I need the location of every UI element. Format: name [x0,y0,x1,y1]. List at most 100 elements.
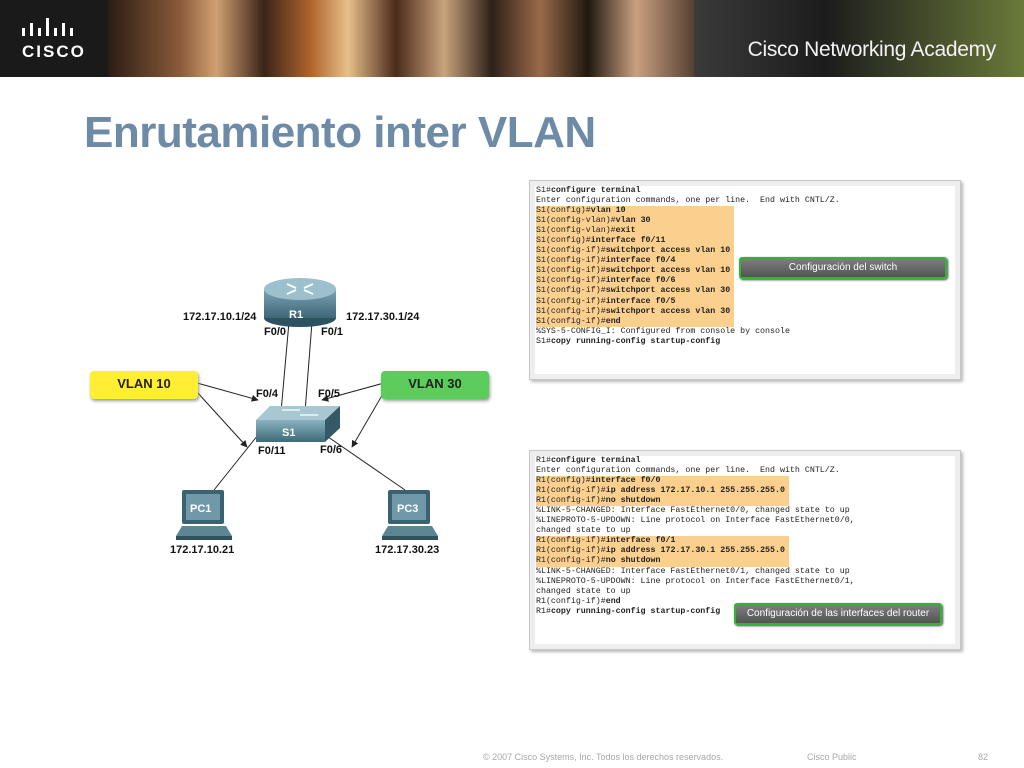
terminal-prompt: R1(config-if)# [536,486,606,496]
vlan30-label: VLAN 30 [408,376,462,391]
terminal-prompt: S1(config-if)# [536,286,606,296]
terminal-prompt: %LINEPROTO-5-UPDOWN: Line protocol on In… [536,576,855,586]
terminal-line: S1(config)#interface f0/11 [536,236,735,247]
terminal-prompt: S1(config-vlan)# [536,216,616,226]
terminal-prompt: R1(config)# [536,476,591,486]
terminal-line: %LINK-5-CHANGED: Interface FastEthernet0… [536,506,855,516]
terminal-line: S1(config-if)#end [536,316,735,327]
terminal-prompt: R1(config-if)# [536,596,606,606]
terminal-command: configure terminal [550,186,641,195]
switch-config-callout: Configuración del switch [739,257,947,279]
page-title: Enrutamiento inter VLAN [84,108,596,157]
network-diagram [176,278,438,540]
terminal-prompt: R1(config-if)# [536,546,606,556]
pc1-icon [176,490,232,540]
network-links [213,321,406,491]
terminal-line: %SYS-5-CONFIG_I: Configured from console… [536,327,840,337]
terminal-prompt: %LINEPROTO-5-UPDOWN: Line protocol on In… [536,516,855,526]
pc1-name: PC1 [190,503,212,515]
terminal-line: R1#configure terminal [536,456,855,466]
terminal-prompt: changed state to up [536,526,631,536]
terminal-prompt: R1# [536,456,551,465]
vlan10-box: VLAN 10 [90,371,198,399]
terminal-line: S1(config-if)#interface f0/4 [536,256,735,267]
cisco-bars-icon [22,18,73,36]
router-name: R1 [289,309,304,321]
terminal-line: S1(config-if)#switchport access vlan 30 [536,306,735,317]
terminal-command: interface f0/5 [605,296,676,306]
terminal-line: R1#copy running-config startup-config [536,607,855,617]
academy-panel [694,0,1024,77]
terminal-line: Enter configuration commands, one per li… [536,196,840,206]
terminal-line: R1(config-if)#no shutdown [536,496,789,507]
terminal-line: Enter configuration commands, one per li… [536,466,855,476]
terminal-command: interface f0/11 [590,236,666,246]
terminal-prompt: S1(config-vlan)# [536,226,616,236]
terminal-prompt: %LINK-5-CHANGED: Interface FastEthernet0… [536,566,850,576]
terminal-prompt: S1(config-if)# [536,296,606,306]
terminal-line: R1(config-if)#interface f0/1 [536,536,789,547]
brand-name: CISCO [22,42,86,61]
terminal-prompt: S1(config-if)# [536,256,606,266]
academy-title: Cisco Networking Academy [747,38,997,61]
terminal-line: S1#configure terminal [536,186,840,196]
terminal-line: S1(config-if)#switchport access vlan 10 [536,246,735,257]
switch-name: S1 [282,427,296,439]
router-left-ip: 172.17.10.1/24 [183,311,257,323]
terminal-line: S1(config-if)#interface f0/6 [536,276,735,287]
terminal-prompt: R1(config-if)# [536,536,606,546]
terminal-line: %LINEPROTO-5-UPDOWN: Line protocol on In… [536,516,855,526]
terminal-command: configure terminal [550,456,641,465]
terminal-prompt: S1(config-if)# [536,276,606,286]
footer-classification: Cisco Public [807,752,857,762]
pc3-ip: 172.17.30.23 [375,544,440,556]
terminal-line: R1(config)#interface f0/0 [536,476,789,487]
terminal-line: S1(config-vlan)#vlan 30 [536,216,735,227]
terminal-line: R1(config-if)#ip address 172.17.30.1 255… [536,546,789,557]
vlan-arrows [196,382,385,448]
terminal-command: switchport access vlan 10 [605,266,731,276]
vlan10-label: VLAN 10 [117,376,171,391]
terminal-command: end [605,596,621,606]
terminal-command: no shutdown [605,496,661,506]
terminal-prompt: S1(config-if)# [536,316,606,326]
terminal-prompt: S1(config-if)# [536,246,606,256]
terminal-command: vlan 10 [590,206,626,216]
terminal-command: no shutdown [605,556,661,566]
terminal-line: changed state to up [536,526,855,536]
terminal-command: end [605,316,621,326]
terminal-prompt: R1(config-if)# [536,556,606,566]
terminal-line: S1(config-if)#switchport access vlan 10 [536,266,735,277]
terminal-line: %LINK-5-CHANGED: Interface FastEthernet0… [536,567,855,577]
router-right-ip: 172.17.30.1/24 [346,311,420,323]
terminal-prompt: R1(config-if)# [536,496,606,506]
banner-photo [108,0,708,77]
footer-copyright: © 2007 Cisco Systems, Inc. Todos los der… [483,752,724,762]
terminal-prompt: S1(config)# [536,236,591,246]
terminal-prompt: R1# [536,606,551,616]
terminal-command: interface f0/6 [605,276,676,286]
terminal-prompt: %LINK-5-CHANGED: Interface FastEthernet0… [536,506,850,516]
router-port-f01: F0/1 [321,326,344,338]
vlan30-box: VLAN 30 [381,371,489,399]
terminal-command: interface f0/1 [605,536,676,546]
terminal-command: copy running-config startup-config [550,606,721,616]
terminal-command: switchport access vlan 30 [605,286,731,296]
router-port-f00: F0/0 [264,326,287,338]
terminal-line: S1#copy running-config startup-config [536,337,840,347]
terminal-prompt: Enter configuration commands, one per li… [536,196,840,206]
pc1-ip: 172.17.10.21 [170,544,235,556]
terminal-command: interface f0/0 [590,476,661,486]
terminal-command: switchport access vlan 10 [605,246,731,256]
terminal-line: S1(config-if)#switchport access vlan 30 [536,286,735,297]
switch-s1-icon [256,406,340,442]
cisco-logo: CISCO [0,0,108,77]
router-config-callout: Configuración de las interfaces del rout… [734,603,942,625]
terminal-line: R1(config-if)#no shutdown [536,556,789,567]
terminal-command: switchport access vlan 30 [605,306,731,316]
footer-page-number: 82 [978,752,989,762]
header-banner: CISCO Cisco Networking Academy [0,0,1024,77]
